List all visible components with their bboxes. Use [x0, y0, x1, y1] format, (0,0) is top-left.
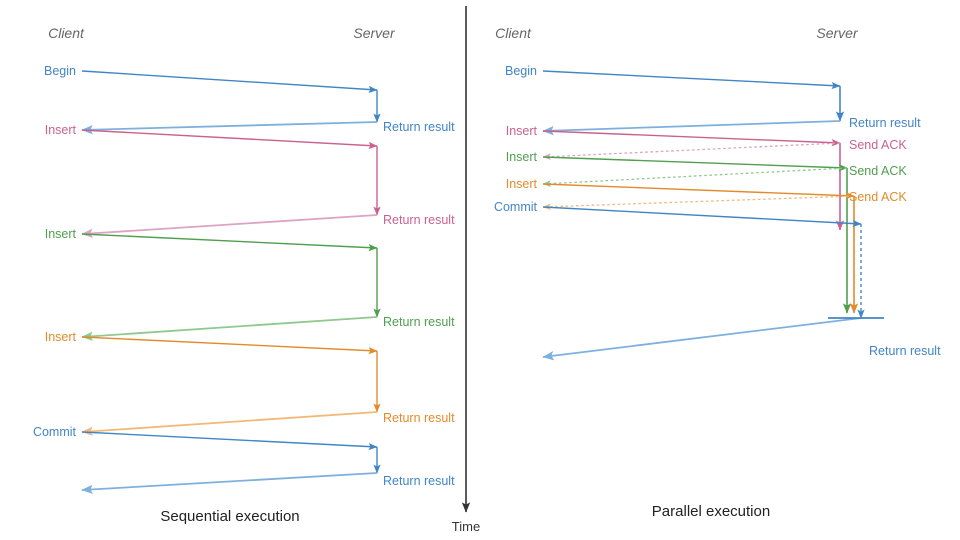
message-label-request: Insert — [506, 177, 538, 191]
message-label-reply: Return result — [383, 120, 455, 134]
message-label-reply: Return result — [383, 474, 455, 488]
panel-caption: Sequential execution — [160, 508, 299, 525]
ack-arrow — [542, 167, 848, 187]
reply-arrow — [542, 317, 862, 361]
actor-label-client: Client — [48, 25, 85, 41]
message-label-request: Insert — [45, 123, 77, 137]
message-label-reply: Return result — [869, 344, 941, 358]
message-label-ack: Send ACK — [849, 190, 907, 204]
request-arrow — [81, 233, 378, 252]
message-label-request: Begin — [505, 64, 537, 78]
message-label-request: Commit — [494, 200, 538, 214]
actor-label-client: Client — [495, 25, 532, 41]
request-arrow — [81, 70, 378, 94]
panel-caption: Parallel execution — [652, 503, 770, 520]
message-label-request: Begin — [44, 64, 76, 78]
message-label-request: Commit — [33, 425, 77, 439]
request-arrow — [81, 431, 378, 451]
reply-arrow — [81, 214, 378, 238]
request-arrow — [542, 183, 855, 200]
message-label-ack: Send ACK — [849, 138, 907, 152]
reply-arrow — [81, 316, 378, 341]
actor-label-server: Server — [353, 25, 396, 41]
message-label-reply: Return result — [849, 116, 921, 130]
message-label-reply: Return result — [383, 213, 455, 227]
reply-arrow — [81, 472, 378, 495]
request-arrow — [542, 156, 848, 172]
ack-arrow — [542, 142, 841, 161]
message-label-request: Insert — [45, 330, 77, 344]
time-axis-label: Time — [452, 519, 480, 534]
message-label-ack: Send ACK — [849, 164, 907, 178]
message-label-request: Insert — [506, 124, 538, 138]
request-arrow — [542, 206, 862, 228]
message-label-reply: Return result — [383, 411, 455, 425]
request-arrow — [81, 336, 378, 355]
message-label-request: Insert — [506, 150, 538, 164]
reply-arrow — [81, 121, 378, 135]
reply-arrow — [81, 411, 378, 436]
message-label-request: Insert — [45, 227, 77, 241]
reply-arrow — [542, 120, 841, 136]
request-arrow — [542, 130, 841, 147]
request-arrow — [542, 70, 841, 90]
message-label-reply: Return result — [383, 315, 455, 329]
request-arrow — [81, 129, 378, 150]
ack-arrow — [542, 195, 855, 211]
actor-label-server: Server — [816, 25, 859, 41]
